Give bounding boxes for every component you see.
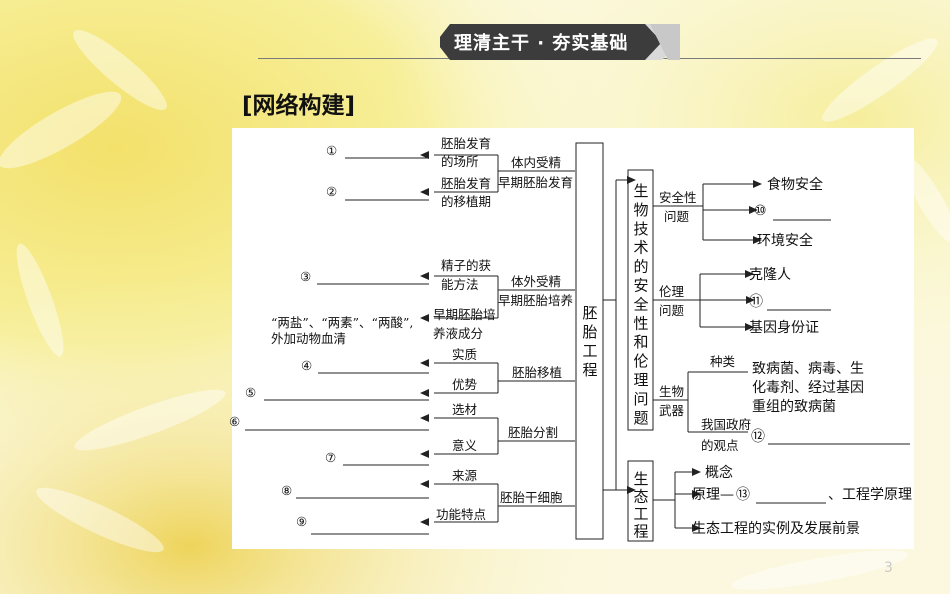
center-char-1: 胚 — [582, 304, 597, 322]
center-char-4: 程 — [582, 361, 597, 379]
ethics-box-char-7: 全 — [633, 295, 648, 313]
eco-box-char-2: 态 — [633, 488, 648, 506]
header-banner-text: 理清主干 · 夯实基础 — [454, 33, 629, 54]
ethics-box-char-3: 技 — [633, 220, 648, 238]
section-title: [网络构建] — [242, 93, 356, 119]
ethics-label-2: 问题 — [659, 303, 685, 318]
blank-5: ⑤ — [245, 385, 256, 400]
eco-box-char-3: 工 — [633, 505, 648, 523]
leaf-implant-1: 胚胎发育 — [441, 176, 491, 191]
bioweapon-kind-text-2: 化毒剂、经过基因 — [752, 379, 864, 396]
branch-in-vivo: 体内受精 — [511, 155, 561, 170]
ethics-box-char-9: 和 — [633, 333, 648, 351]
blank-3: ③ — [300, 269, 311, 284]
bioweapon-kind-text-1: 致病菌、病毒、生 — [752, 361, 864, 377]
leaf-source: 来源 — [452, 468, 478, 483]
ethics-gene-id: 基因身份证 — [749, 319, 819, 336]
bioweapon-kind: 种类 — [710, 354, 736, 369]
branch-early-culture: 早期胚胎培养 — [498, 293, 573, 308]
ethics-box-char-4: 术 — [633, 239, 648, 257]
blank-7: ⑦ — [325, 450, 336, 465]
bioweapon-view-1: 我国政府 — [701, 417, 751, 432]
safety-env: 环境安全 — [757, 232, 813, 249]
ethics-box-char-2: 物 — [633, 201, 648, 219]
center-char-3: 工 — [582, 342, 597, 360]
leaf-place-1: 胚胎发育 — [441, 136, 491, 151]
blank-13: ⑬ — [736, 487, 750, 503]
leaf-sperm-2: 能方法 — [441, 277, 479, 292]
branch-early-dev: 早期胚胎发育 — [498, 175, 573, 190]
branch-in-vitro: 体外受精 — [511, 274, 561, 289]
safety-label-1: 安全性 — [659, 190, 697, 205]
ethics-box-char-8: 性 — [633, 314, 648, 332]
blank-4: ④ — [301, 358, 312, 373]
blank-8: ⑧ — [281, 483, 292, 498]
leaf-select-material: 选材 — [452, 402, 477, 417]
branch-stem: 胚胎干细胞 — [500, 490, 563, 505]
header-banner — [440, 24, 680, 60]
ethics-box-char-11: 理 — [633, 371, 648, 389]
eco-box-char-4: 程 — [633, 523, 648, 541]
bioweapon-kind-text-3: 重组的致病菌 — [752, 399, 836, 415]
eco-concept: 概念 — [705, 464, 733, 481]
blank-10: ⑩ — [754, 203, 767, 219]
eco-principle-prefix: 原理— — [692, 487, 734, 503]
bioweapon-view-2: 的观点 — [701, 438, 739, 453]
eco-box-char-1: 生 — [633, 470, 648, 488]
ethics-box-char-13: 题 — [633, 409, 648, 427]
leaf-features: 功能特点 — [436, 507, 486, 522]
ethics-clone: 克隆人 — [749, 267, 791, 283]
bioweapon-label-2: 武器 — [659, 403, 685, 418]
branch-transfer: 胚胎移植 — [512, 365, 562, 380]
blank-6: ⑥ — [229, 414, 240, 429]
leaf-place-2: 的场所 — [441, 154, 479, 169]
blank-12: ⑫ — [751, 429, 765, 445]
ethics-box-char-5: 的 — [633, 258, 648, 276]
bioweapon-label-1: 生物 — [659, 384, 684, 399]
blank-2: ② — [326, 184, 337, 199]
ethics-label-1: 伦理 — [659, 284, 685, 299]
page-number: 3 — [884, 560, 893, 576]
safety-food: 食物安全 — [767, 176, 823, 193]
ethics-box-char-12: 问 — [633, 390, 648, 408]
leaf-medium-2: 养液成分 — [433, 326, 483, 341]
center-char-2: 胎 — [582, 323, 597, 341]
ethics-box-char-6: 安 — [633, 277, 648, 295]
eco-examples: 生态工程的实例及发展前景 — [692, 520, 860, 537]
leaf-essence: 实质 — [452, 347, 477, 362]
eco-box-label: 生态工程 — [633, 470, 648, 541]
blank-9: ⑨ — [296, 514, 307, 529]
leaf-medium-note-2: 外加动物血清 — [271, 331, 346, 346]
leaf-meaning: 意义 — [452, 438, 478, 453]
leaf-medium-note-1: “两盐”、“两素”、“两酸”, — [271, 315, 413, 330]
leaf-sperm-1: 精子的获 — [441, 258, 491, 273]
leaf-advantage: 优势 — [452, 377, 478, 392]
leaf-implant-2: 的移植期 — [441, 194, 491, 209]
blank-11: ⑪ — [749, 294, 763, 310]
ethics-box-char-10: 伦 — [633, 352, 648, 370]
diagram-panel — [232, 128, 914, 549]
leaf-medium-1: 早期胚胎培 — [433, 307, 496, 322]
branch-split: 胚胎分割 — [508, 425, 558, 440]
safety-label-2: 问题 — [664, 209, 690, 224]
blank-1: ① — [326, 143, 337, 158]
eco-principle-suffix: 、工程学原理 — [828, 487, 912, 503]
ethics-box-char-1: 生 — [633, 182, 648, 200]
